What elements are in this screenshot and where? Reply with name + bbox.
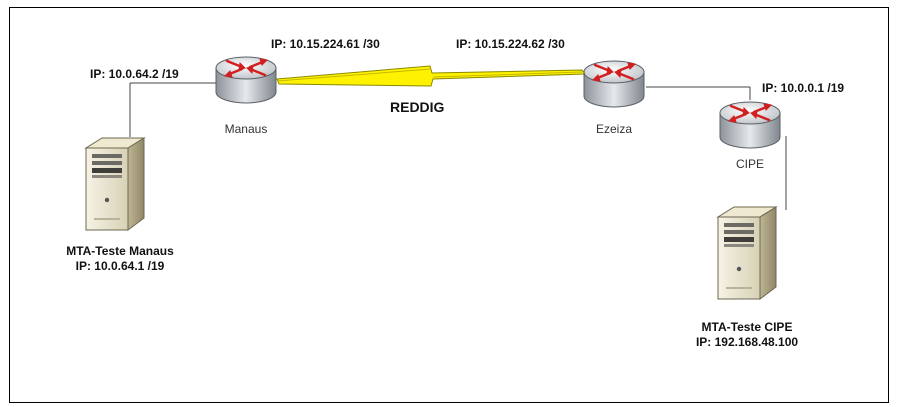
server-mta-manaus-ip: IP: 10.0.64.1 /19 bbox=[75, 259, 165, 273]
router-manaus-icon bbox=[214, 55, 278, 105]
diagram-frame bbox=[9, 7, 889, 403]
server-mta-manaus-icon bbox=[85, 137, 145, 231]
ip-label-manaus-wan: IP: 10.15.224.61 /30 bbox=[271, 37, 380, 51]
ip-label-cipe-lan: IP: 10.0.0.1 /19 bbox=[762, 81, 845, 95]
router-ezeiza-icon bbox=[582, 59, 646, 109]
device-label-ezeiza: Ezeiza bbox=[595, 122, 633, 136]
device-label-cipe: CIPE bbox=[735, 157, 764, 171]
device-label-manaus: Manaus bbox=[224, 122, 268, 136]
server-mta-manaus-name: MTA-Teste Manaus bbox=[66, 244, 174, 258]
wan-link-label: REDDIG bbox=[390, 99, 445, 115]
ip-label-ezeiza-wan: IP: 10.15.224.62 /30 bbox=[456, 37, 565, 51]
server-mta-cipe-name: MTA-Teste CIPE bbox=[701, 320, 793, 334]
server-mta-cipe-ip: IP: 192.168.48.100 bbox=[695, 335, 799, 349]
server-mta-cipe-icon bbox=[717, 206, 777, 300]
router-cipe-icon bbox=[718, 100, 782, 150]
ip-label-manaus-lan: IP: 10.0.64.2 /19 bbox=[90, 67, 179, 81]
